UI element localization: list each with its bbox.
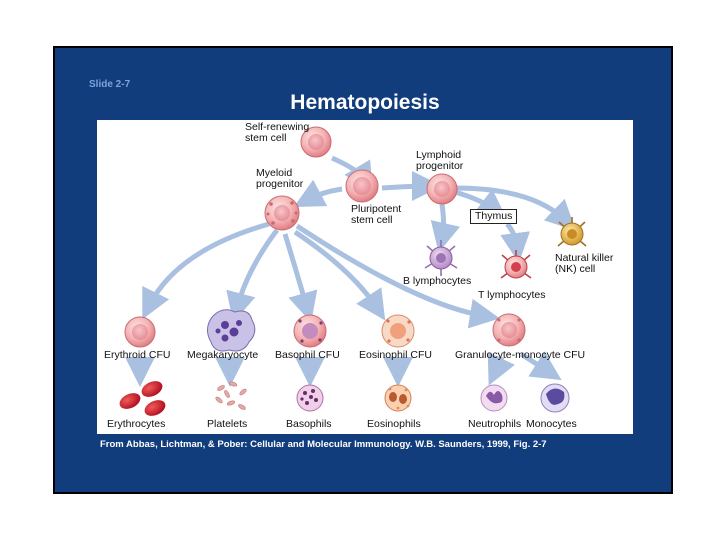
label-neutrophils: Neutrophils — [468, 418, 522, 430]
arrow-myeloid-to-megakaryocyte — [226, 228, 280, 323]
self-renewing-stem-cell — [300, 126, 332, 158]
arrow-pluripotent-to-lymphoid — [381, 171, 442, 202]
label-megakaryocyte: Megakaryocyte — [187, 349, 259, 361]
slide-number: Slide 2-7 — [89, 79, 131, 90]
basophil-cfu-cell — [293, 314, 327, 348]
arrows — [125, 155, 576, 387]
label-basophil-cfu: Basophil CFU — [275, 349, 340, 361]
label-myeloid-progenitor: Myeloid progenitor — [256, 167, 304, 190]
arrow-thymus-to-t — [500, 222, 531, 263]
erythroid-cfu-cell — [124, 316, 156, 348]
label-eosinophils: Eosinophils — [367, 418, 421, 430]
b-lymphocyte-cell — [424, 240, 458, 276]
label-basophils: Basophils — [286, 418, 332, 430]
label-b-lymphocytes: B lymphocytes — [403, 275, 472, 287]
label-granulocyte-monocyte-cfu: Granulocyte-monocyte CFU — [455, 349, 586, 361]
label-lymphoid-progenitor: Lymphoid progenitor — [416, 149, 464, 172]
myeloid-progenitor-cell — [264, 195, 300, 231]
label-platelets: Platelets — [207, 418, 248, 430]
arrow-lymphoid-to-b — [430, 203, 460, 253]
hematopoiesis-diagram: Self-renewing stem cell Myeloid progenit… — [97, 120, 633, 434]
slide-title: Hematopoiesis — [290, 91, 440, 114]
arrow-myeloid-to-eosinophil — [293, 229, 386, 321]
label-monocytes: Monocytes — [526, 418, 577, 430]
label-t-lymphocytes: T lymphocytes — [478, 289, 546, 301]
arrow-pluripotent-to-myeloid — [293, 179, 343, 208]
label-erythroid-cfu: Erythroid CFU — [104, 349, 171, 361]
nk-cell — [557, 217, 587, 247]
slide: Slide 2-7 Hematopoiesis — [53, 46, 673, 494]
arrow-lymphoid-to-nk — [454, 185, 576, 231]
basophils-cells — [296, 384, 324, 412]
erythrocytes-cells — [119, 381, 166, 416]
citation: From Abbas, Lichtman, & Pober: Cellular … — [100, 439, 547, 450]
lymphoid-progenitor-cell — [426, 173, 458, 205]
platelets-cells — [215, 381, 247, 410]
monocytes-cells — [540, 383, 570, 413]
arrow-gm-to-mono — [519, 351, 562, 381]
label-pluripotent-stem-cell: Pluripotent stem cell — [351, 203, 402, 226]
arrow-lymphoid-to-thymus — [454, 188, 507, 220]
label-nk-cell: Natural killer (NK) cell — [555, 252, 614, 275]
label-thymus: Thymus — [470, 209, 518, 224]
neutrophils-cells — [480, 384, 508, 412]
label-eosinophil-cfu: Eosinophil CFU — [359, 349, 432, 361]
arrow-myeloid-to-basophil — [282, 233, 318, 323]
eosinophils-cells — [384, 384, 412, 412]
arrow-myeloid-to-erythroid — [142, 221, 270, 320]
pluripotent-stem-cell — [345, 169, 379, 203]
label-self-renewing-stem-cell: Self-renewing stem cell — [245, 121, 310, 144]
granulocyte-monocyte-cfu-cell — [492, 313, 526, 347]
arrow-myeloid-to-gm — [295, 223, 500, 329]
t-lymphocyte-cell — [500, 250, 532, 279]
label-erythrocytes: Erythrocytes — [107, 418, 166, 430]
eosinophil-cfu-cell — [381, 314, 415, 348]
arrow-gm-to-neutro — [487, 352, 515, 386]
megakaryocyte-cell — [207, 309, 256, 352]
